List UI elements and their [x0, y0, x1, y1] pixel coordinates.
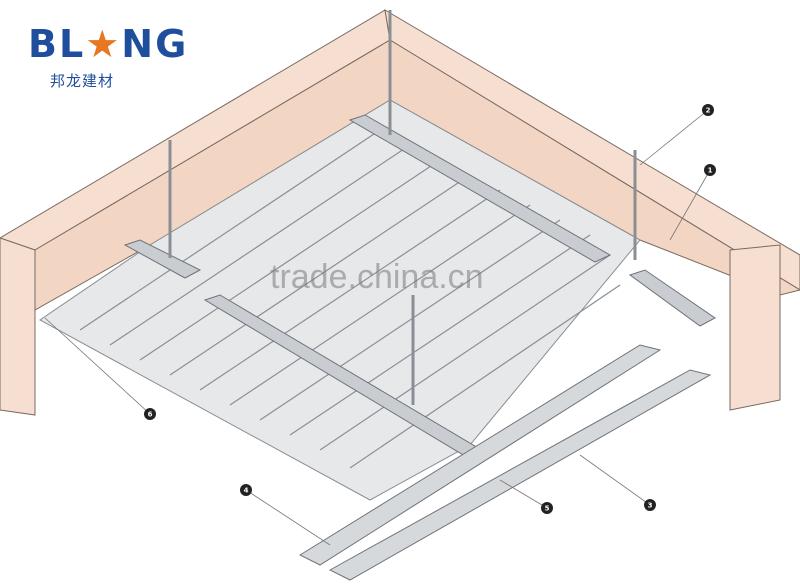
- star-icon: ★: [85, 22, 122, 66]
- wall-front-left: [0, 237, 36, 416]
- strip-line: [229, 204, 531, 406]
- callout-label: 1: [708, 167, 713, 175]
- strip-line: [139, 159, 441, 361]
- carrier-rail-right: [628, 269, 716, 327]
- watermark-text: trade.china.cn: [270, 258, 484, 296]
- carrier-rails: [123, 114, 716, 463]
- leader-line: [44, 317, 151, 415]
- brand-subtitle: 邦龙建材: [50, 72, 115, 90]
- strip-line: [349, 284, 621, 469]
- brand-letter-l: L: [58, 22, 86, 66]
- leader-line: [245, 489, 331, 546]
- strip-line: [79, 129, 381, 331]
- callout-3: 3: [644, 499, 656, 511]
- callout-4: 4: [240, 484, 252, 496]
- callout-1: 1: [704, 164, 716, 176]
- loose-panel: [298, 344, 662, 566]
- leader-line: [579, 454, 651, 506]
- callout-5: 5: [541, 502, 553, 514]
- brand-wordmark: BL★NG: [28, 22, 188, 66]
- callout-label: 2: [706, 107, 711, 115]
- callout-label: 5: [545, 505, 550, 513]
- strip-panels: [79, 129, 621, 469]
- wall-frame: [0, 9, 800, 416]
- leader-line: [499, 479, 548, 509]
- strip-line: [109, 144, 411, 346]
- loose-panels: [298, 344, 712, 581]
- wall-front-right: [729, 244, 781, 411]
- brand-logo: BL★NG 邦龙建材: [28, 18, 186, 98]
- carrier-rail-left: [123, 239, 202, 279]
- hanger-rods: [168, 10, 637, 405]
- strip-line: [319, 254, 611, 451]
- callout-2: 2: [702, 104, 714, 116]
- callout-label: 4: [244, 487, 249, 495]
- strip-line: [259, 219, 561, 421]
- leader-line: [639, 109, 709, 166]
- brand-letters-ng: NG: [121, 22, 189, 66]
- wall-top-right: [384, 9, 800, 291]
- strip-line: [199, 189, 501, 391]
- leader-lines: [44, 109, 711, 546]
- callout-label: 6: [148, 411, 153, 419]
- loose-panel: [328, 369, 712, 581]
- carrier-rail-back: [348, 114, 612, 263]
- brand-letter-b: B: [28, 22, 59, 66]
- leader-line: [669, 169, 711, 241]
- callout-label: 3: [648, 502, 653, 510]
- strip-line: [289, 234, 591, 436]
- strip-line: [169, 174, 471, 376]
- callout-6: 6: [144, 408, 156, 420]
